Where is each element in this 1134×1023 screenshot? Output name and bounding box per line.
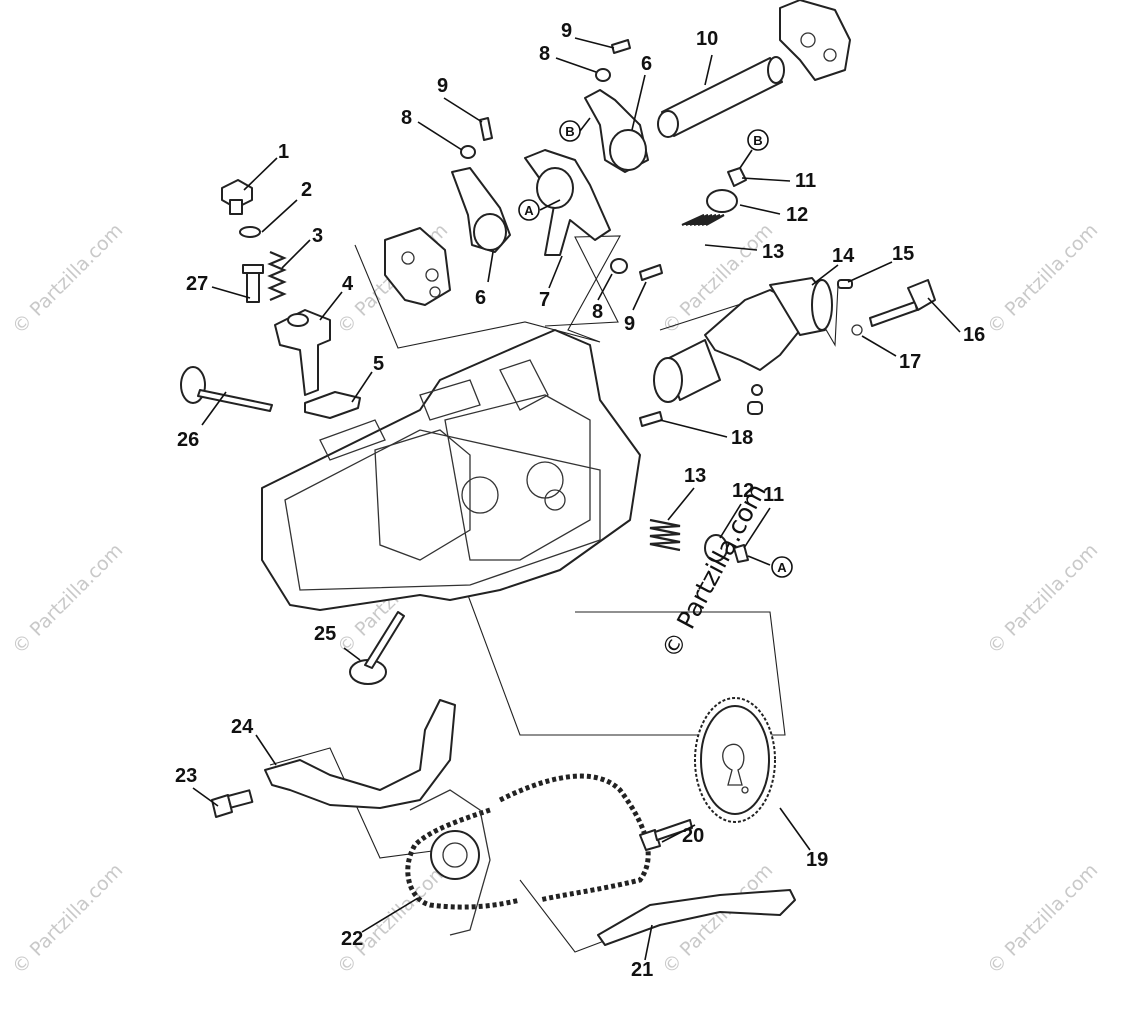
part-number-15: 15 — [892, 243, 914, 265]
part-number-8: 8 — [592, 301, 603, 323]
valve-keeper — [727, 167, 747, 187]
watermark-tile: © Partzilla.com — [983, 859, 1102, 978]
cam-pin — [639, 411, 663, 427]
lock-nut — [610, 258, 628, 274]
washer — [239, 226, 261, 238]
part-number-20: 20 — [682, 825, 704, 847]
tensioner-guide — [597, 889, 796, 946]
timing-chain — [405, 773, 651, 936]
part-number-9: 9 — [624, 313, 635, 335]
part-number-16: 16 — [963, 324, 985, 346]
part-number-7: 7 — [539, 289, 550, 311]
part-number-12: 12 — [732, 480, 754, 502]
leader-lines — [192, 37, 961, 961]
spring-retainer — [704, 534, 728, 562]
gasket — [304, 391, 361, 419]
callout-label: A — [777, 560, 787, 575]
part-number-5: 5 — [373, 353, 384, 375]
cylinder-head — [261, 329, 641, 611]
rocker-arm-left — [451, 167, 511, 253]
callout-b-left: B — [559, 120, 581, 142]
part-number-19: 19 — [806, 849, 828, 871]
part-number-21: 21 — [631, 959, 653, 981]
callout-label: B — [565, 124, 574, 139]
part-number-18: 18 — [731, 427, 753, 449]
part-number-6: 6 — [475, 287, 486, 309]
bolt — [221, 179, 253, 215]
part-number-22: 22 — [341, 928, 363, 950]
watermark-tile: © Partzilla.com — [8, 219, 127, 338]
guide-bolt — [211, 789, 254, 818]
part-number-10: 10 — [696, 28, 718, 50]
watermark-tile: © Partzilla.com — [333, 859, 452, 978]
tensioner — [274, 309, 331, 396]
part-number-8: 8 — [401, 107, 412, 129]
valve-keeper — [733, 544, 749, 563]
valve-spring — [681, 213, 725, 227]
callout-a-lower: A — [771, 556, 793, 578]
adjust-screw — [479, 117, 493, 141]
callout-label: B — [753, 133, 762, 148]
part-number-4: 4 — [342, 273, 354, 295]
rocker-shaft — [657, 56, 785, 138]
part-numbers: 1 2 3 4 5 6 6 7 8 8 8 9 9 9 10 11 11 12 … — [175, 20, 985, 981]
decompressor-shaft — [869, 279, 936, 327]
spring-retainer — [706, 189, 738, 213]
rocker-arm-right — [584, 89, 649, 173]
adjust-screw — [611, 39, 631, 54]
part-number-6: 6 — [641, 53, 652, 75]
lock-nut — [460, 145, 476, 159]
adjust-screw — [639, 264, 663, 281]
part-number-26: 26 — [177, 429, 199, 451]
part-number-14: 14 — [832, 245, 855, 267]
part-number-13: 13 — [684, 465, 706, 487]
part-number-11: 11 — [763, 484, 784, 506]
part-number-13: 13 — [762, 241, 784, 263]
watermark-tile: © Partzilla.com — [8, 539, 127, 658]
cam-sprocket — [694, 697, 776, 823]
part-number-17: 17 — [899, 351, 921, 373]
watermark-tile: © Partzilla.com — [983, 219, 1102, 338]
part-number-9: 9 — [437, 75, 448, 97]
sprocket-bolt — [639, 819, 693, 851]
rocker-arm-center — [524, 149, 611, 256]
part-number-9: 9 — [561, 20, 572, 42]
valve-exhaust — [349, 611, 405, 685]
stud-bolt — [242, 264, 264, 303]
part-number-2: 2 — [301, 179, 312, 201]
part-number-25: 25 — [314, 623, 336, 645]
valve-spring — [649, 518, 681, 552]
watermark-tile: © Partzilla.com — [8, 859, 127, 978]
part-number-23: 23 — [175, 765, 197, 787]
watermark-tile: © Partzilla.com — [983, 539, 1102, 658]
main-watermark: © Partzilla.com — [656, 479, 772, 663]
rocker-support — [384, 227, 451, 306]
callout-a-upper: A — [518, 199, 540, 221]
valve-intake — [180, 366, 273, 412]
part-number-24: 24 — [231, 716, 254, 738]
circlip — [851, 324, 863, 336]
part-number-1: 1 — [278, 141, 289, 163]
spring — [267, 250, 287, 302]
lock-nut — [595, 68, 611, 82]
camshaft — [653, 277, 833, 415]
part-number-11: 11 — [795, 170, 816, 192]
callout-label: A — [524, 203, 534, 218]
part-number-27: 27 — [186, 273, 208, 295]
part-number-8: 8 — [539, 43, 550, 65]
part-number-12: 12 — [786, 204, 808, 226]
part-number-3: 3 — [312, 225, 323, 247]
callout-b-right: B — [747, 129, 769, 151]
chain-guide — [264, 699, 456, 809]
